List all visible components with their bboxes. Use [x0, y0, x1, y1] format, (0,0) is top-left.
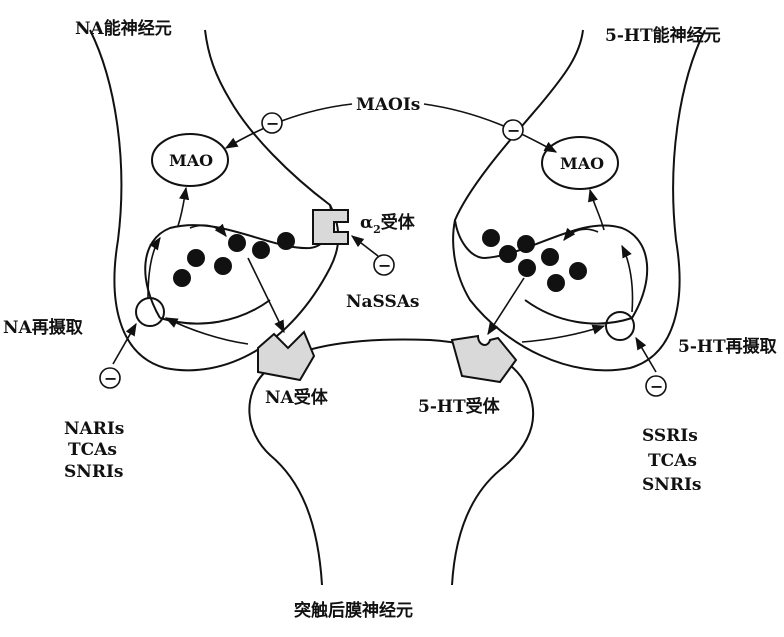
right-drug-list-item: TCAs [648, 451, 697, 471]
vesicle [541, 248, 559, 266]
ht-presynaptic-neuron [452, 29, 706, 372]
ht-cleft-to-transporter-arrow [521, 324, 606, 343]
ht-release-arrow [487, 277, 525, 336]
na-vesicles [173, 232, 295, 287]
ht-neuron-outline [452, 29, 706, 372]
na-terminal-lower-outline [159, 299, 271, 325]
ht-reuptake-label: 5-HT再摄取 [678, 336, 777, 357]
vesicle [228, 234, 246, 252]
inhibit-sign: − [104, 369, 117, 388]
ht-neuron-title: 5-HT能神经元 [605, 25, 721, 46]
na-vesicle-loop-arrow [189, 223, 227, 237]
mao-right-ellipse [541, 136, 619, 190]
na-presynaptic-neuron [89, 29, 340, 372]
na-release-arrow [247, 257, 285, 334]
vesicle [173, 269, 191, 287]
inhibit-sign: − [378, 256, 391, 275]
ht-receptor-shape [450, 334, 518, 384]
inhibit-icon [261, 112, 283, 134]
inhibit-icon [99, 367, 121, 389]
vesicle [187, 249, 205, 267]
na-reuptake-label: NA再摄取 [3, 317, 83, 338]
maois-to-mao-right-arrow [423, 103, 558, 153]
vesicle [499, 245, 517, 263]
left-drug-list-item: TCAs [68, 440, 117, 460]
vesicle [518, 259, 536, 277]
ht-vesicle-to-mao-arrow [588, 188, 605, 231]
na-receptor-shape [257, 330, 316, 382]
inhibit-icon [373, 254, 395, 276]
na-transporter-to-vesicle-arrow [147, 236, 161, 299]
alpha2-receptor-shape [312, 209, 349, 245]
ht-vesicles [482, 229, 587, 292]
ht-receptor-label: 5-HT受体 [418, 396, 501, 417]
inhibit-icon [502, 119, 524, 141]
na-terminal-inner-outline [144, 204, 333, 319]
na-neuron-title: NA能神经元 [75, 18, 172, 39]
ht-transporter-to-vesicle-arrow [621, 244, 634, 313]
nassas-to-alpha2-arrow [350, 235, 379, 257]
mao-left-label: MAO [169, 151, 213, 170]
vesicle [569, 262, 587, 280]
vesicle [547, 274, 565, 292]
alpha2-receptor-label: α2受体 [360, 212, 416, 236]
left-drug-list-item: SNRIs [64, 462, 123, 482]
vesicle [517, 235, 535, 253]
inhibit-sign: − [507, 121, 520, 140]
inhibition-signs: − − − − − [99, 112, 667, 397]
inhibit-sign: − [266, 114, 279, 133]
ht-terminal-lower-outline [524, 299, 633, 325]
postsynaptic-neuron-title: 突触后膜神经元 [294, 600, 413, 621]
left-drug-list-item: NARIs [64, 419, 124, 439]
vesicle [277, 232, 295, 250]
vesicle [214, 257, 232, 275]
na-neuron-outline [89, 29, 340, 372]
flow-arrows [112, 103, 657, 373]
right-drugs-to-transporter-arrow [635, 336, 657, 373]
mao-left-ellipse [151, 133, 229, 187]
maois-to-mao-left-arrow [224, 103, 353, 149]
inhibit-sign: − [650, 377, 663, 396]
right-drug-list-item: SNRIs [642, 475, 701, 495]
vesicle [482, 229, 500, 247]
na-reuptake-transporter [135, 297, 165, 327]
na-vesicle-to-mao-arrow [177, 186, 190, 227]
maois-label: MAOIs [356, 95, 420, 115]
inhibit-icon [645, 375, 667, 397]
ht-reuptake-transporter [605, 311, 635, 341]
postsynaptic-neuron-outline [248, 338, 535, 586]
na-cleft-to-transporter-arrow [164, 317, 249, 345]
na-receptor-label: NA受体 [265, 387, 329, 408]
right-drug-list-item: SSRIs [642, 426, 698, 446]
left-drugs-to-transporter-arrow [112, 322, 137, 365]
vesicle [252, 241, 270, 259]
mao-right-label: MAO [560, 154, 604, 173]
ht-vesicle-loop-arrow [563, 227, 599, 241]
nassas-label: NaSSAs [346, 292, 420, 312]
